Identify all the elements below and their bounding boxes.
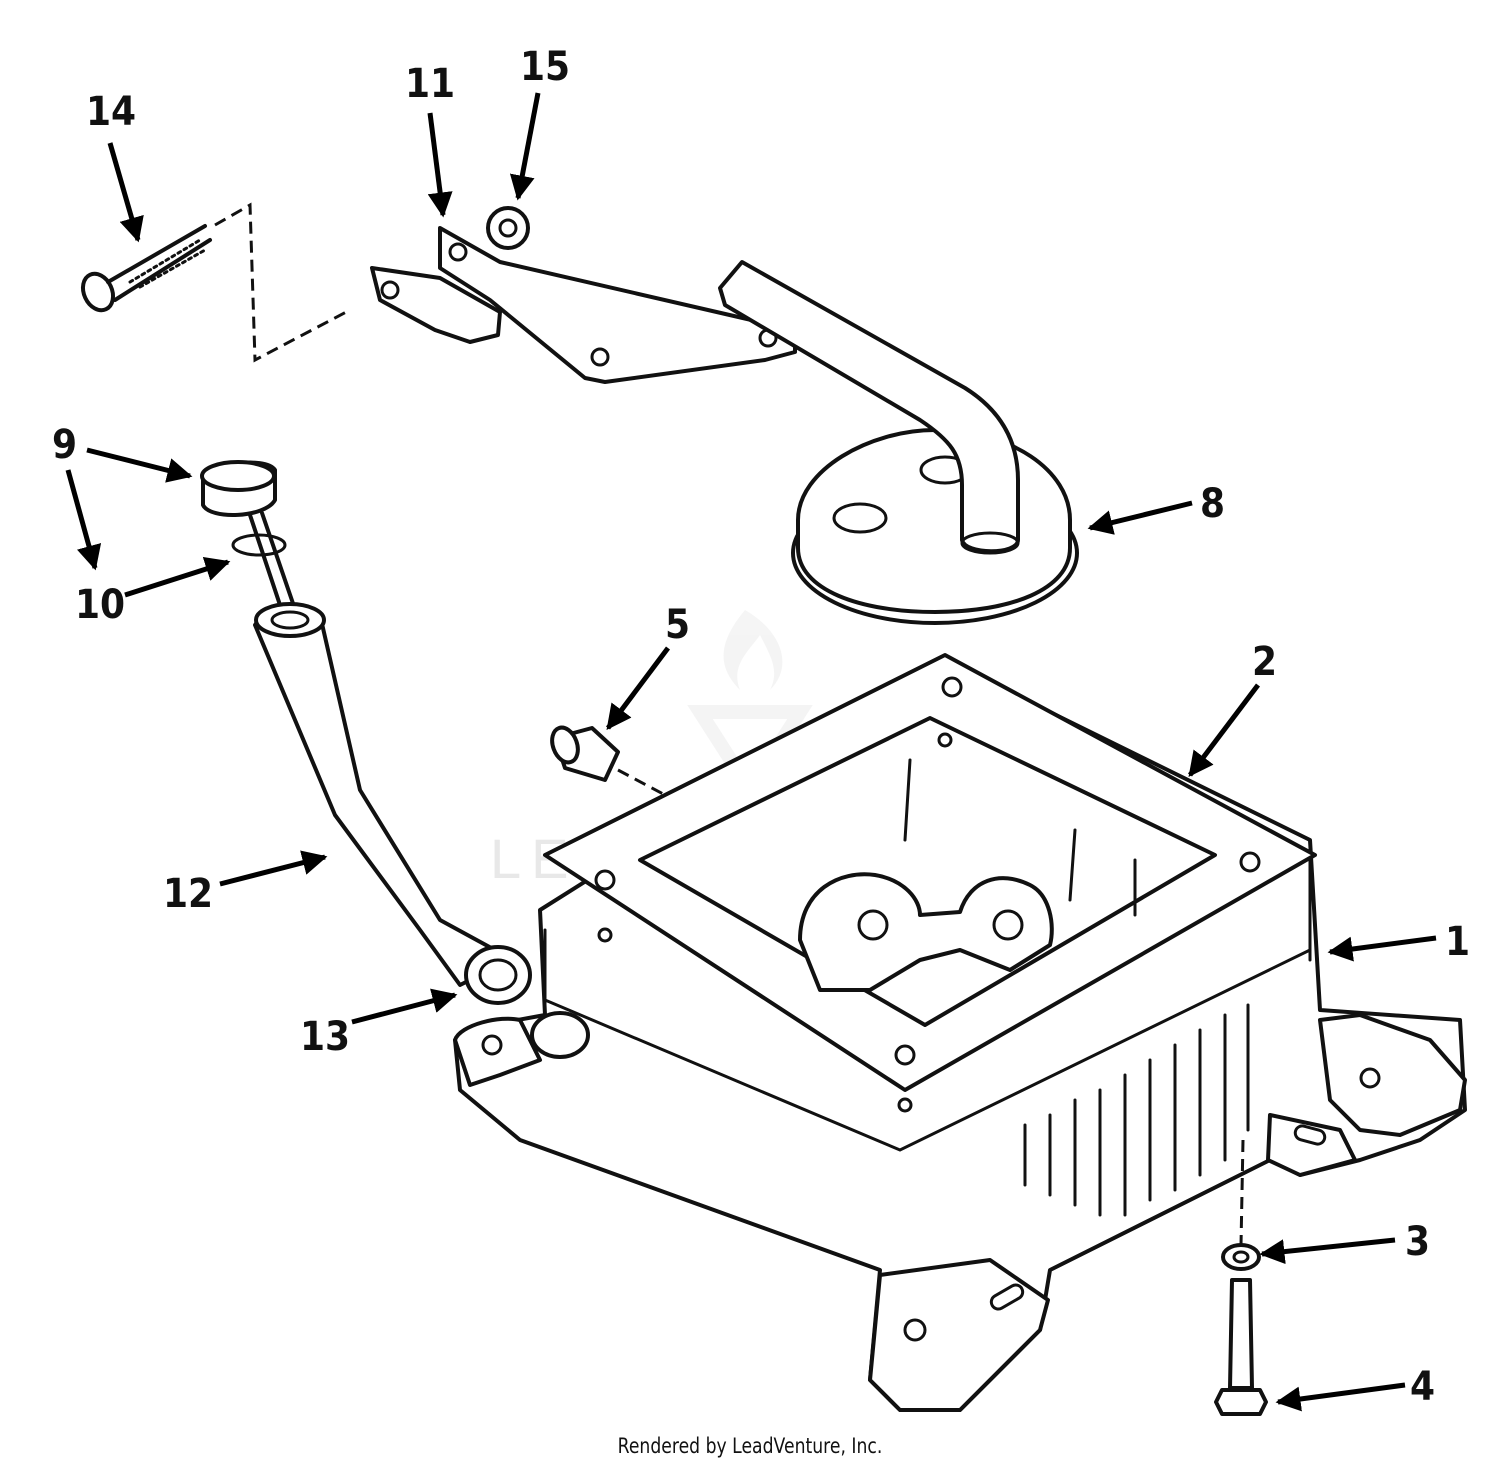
callout-14: 14 — [86, 89, 136, 135]
footer-credit: Rendered by LeadVenture, Inc. — [617, 1434, 883, 1458]
callout-11: 11 — [405, 61, 455, 107]
part-3-washer — [1221, 1243, 1261, 1271]
callout-5: 5 — [665, 602, 690, 648]
callout-3: 3 — [1405, 1219, 1430, 1265]
part-15-nut — [486, 206, 530, 250]
callout-9: 9 — [52, 422, 77, 468]
callout-labels: 14 11 15 9 10 12 13 5 8 2 1 3 4 — [52, 44, 1470, 1410]
part-8-oil-pickup — [718, 260, 1079, 625]
callout-15: 15 — [520, 44, 570, 90]
part-11-bracket — [370, 226, 797, 384]
callout-10: 10 — [75, 582, 125, 628]
part-10-o-ring — [231, 533, 287, 557]
part-9-dipstick-cap — [200, 460, 277, 517]
callout-12: 12 — [163, 871, 213, 917]
callout-13: 13 — [300, 1014, 350, 1060]
callout-arrows — [65, 92, 1437, 1412]
part-5-plug — [550, 725, 620, 782]
callout-4: 4 — [1410, 1364, 1435, 1410]
part-3-guide-line — [1239, 1139, 1245, 1246]
part-4-bolt — [1214, 1278, 1268, 1416]
callout-8: 8 — [1200, 481, 1225, 527]
callout-1: 1 — [1445, 919, 1470, 965]
part-5-guide-line — [617, 768, 666, 797]
sump-interior — [798, 758, 1137, 992]
part-14-screw — [80, 224, 212, 313]
part-12-dipstick-tube — [253, 602, 497, 987]
callout-2: 2 — [1252, 639, 1277, 685]
part-2-gasket — [543, 653, 1317, 1113]
part-13-grommet — [464, 945, 532, 1005]
part-14-guide-line — [214, 202, 351, 363]
dipstick-rod — [248, 511, 300, 622]
